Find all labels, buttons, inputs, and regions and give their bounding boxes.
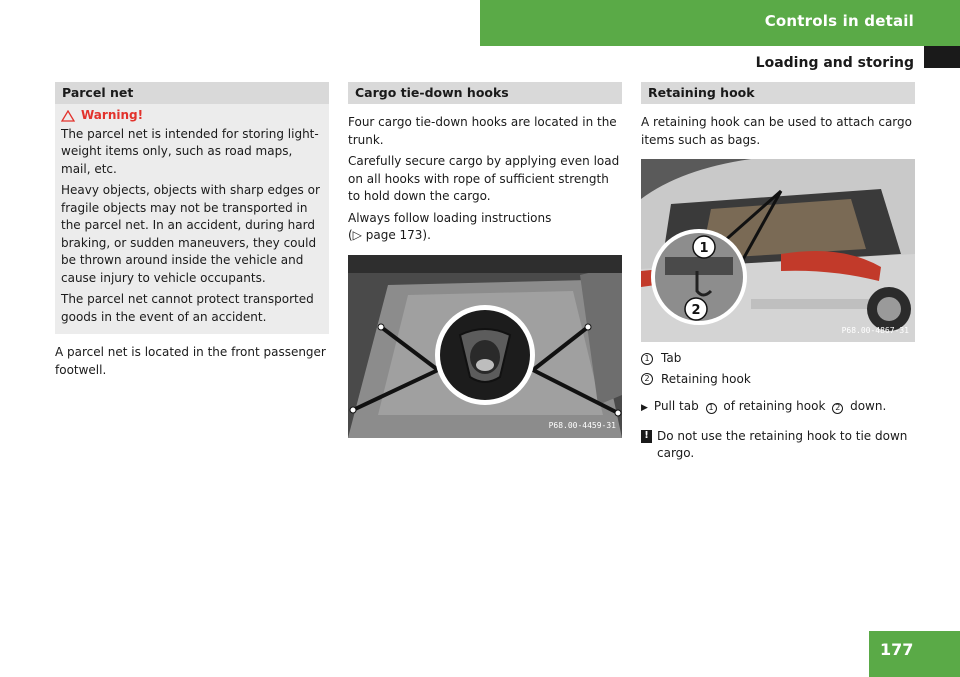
body-paragraph: A parcel net is located in the front pas…	[55, 345, 326, 377]
step-text-part: Pull tab	[653, 399, 699, 413]
page-reference-link[interactable]: (▷ page 173).	[348, 228, 431, 242]
callout-number: 1	[641, 352, 653, 365]
header-tab-marker	[924, 46, 960, 68]
column-retaining-hook: Retaining hook A retaining hook can be u…	[641, 82, 915, 463]
warning-paragraph: The parcel net is intended for storing l…	[61, 126, 319, 176]
legend-item-tab: 1 Tab	[641, 350, 915, 368]
loading-instructions-text: Always follow loading instructions	[348, 210, 552, 225]
caution-note: ! Do not use the retaining hook to tie d…	[641, 428, 915, 463]
step-text-part: down.	[850, 399, 887, 413]
figure-code: P68.00-4459-31	[548, 421, 616, 430]
heading-parcel-net: Parcel net	[55, 82, 329, 104]
step-arrow-icon: ▶	[641, 403, 648, 413]
warning-title: Warning!	[61, 107, 323, 125]
instruction-step: ▶ Pull tab 1 of retaining hook 2 down.	[641, 398, 915, 418]
warning-box: Warning! The parcel net is intended for …	[55, 104, 329, 334]
body-paragraph: Carefully secure cargo by applying even …	[348, 154, 620, 203]
legend-label: Retaining hook	[661, 371, 751, 386]
exclamation-icon: !	[641, 429, 652, 443]
subsection-title: Loading and storing	[755, 55, 914, 71]
warning-title-text: Warning!	[81, 108, 144, 122]
open-trunk-illustration: 1 2	[641, 159, 915, 342]
legend-item-retaining-hook: 2 Retaining hook	[641, 371, 915, 389]
page-number: 177	[869, 631, 960, 677]
body-paragraph: Always follow loading instructions	[348, 210, 622, 228]
tie-down-hooks-figure: P68.00-4459-31	[348, 254, 622, 438]
note-text: Do not use the retaining hook to tie dow…	[657, 428, 908, 461]
callout-number: 1	[705, 402, 717, 414]
body-paragraph: A retaining hook can be used to attach c…	[641, 115, 912, 147]
retaining-hook-figure: 1 2 P68.00-4867-31	[641, 159, 915, 342]
callout-number: 2	[641, 373, 653, 386]
section-title: Controls in detail	[764, 12, 914, 30]
warning-triangle-icon	[61, 109, 75, 122]
heading-retaining-hook: Retaining hook	[641, 82, 915, 104]
trunk-floor-illustration	[348, 254, 622, 438]
heading-tie-down-hooks: Cargo tie-down hooks	[348, 82, 622, 104]
column-parcel-net: Parcel net Warning! The parcel net is in…	[55, 82, 329, 383]
callout-number: 2	[832, 402, 844, 414]
figure-code: P68.00-4867-31	[841, 325, 909, 335]
svg-text:1: 1	[699, 241, 708, 256]
warning-paragraph: The parcel net cannot protect transporte…	[61, 292, 314, 324]
legend: 1 Tab 2 Retaining hook	[641, 350, 915, 388]
step-text-part: of retaining hook	[723, 399, 826, 413]
warning-paragraph: Heavy objects, objects with sharp edges …	[61, 183, 320, 285]
svg-text:2: 2	[691, 303, 700, 318]
legend-label: Tab	[661, 351, 682, 365]
step-text: Pull tab 1 of retaining hook 2 down.	[654, 398, 886, 418]
body-paragraph: Four cargo tie-down hooks are located in…	[348, 115, 617, 147]
header-bar	[480, 0, 960, 46]
column-tie-down-hooks: Cargo tie-down hooks Four cargo tie-down…	[348, 82, 622, 438]
